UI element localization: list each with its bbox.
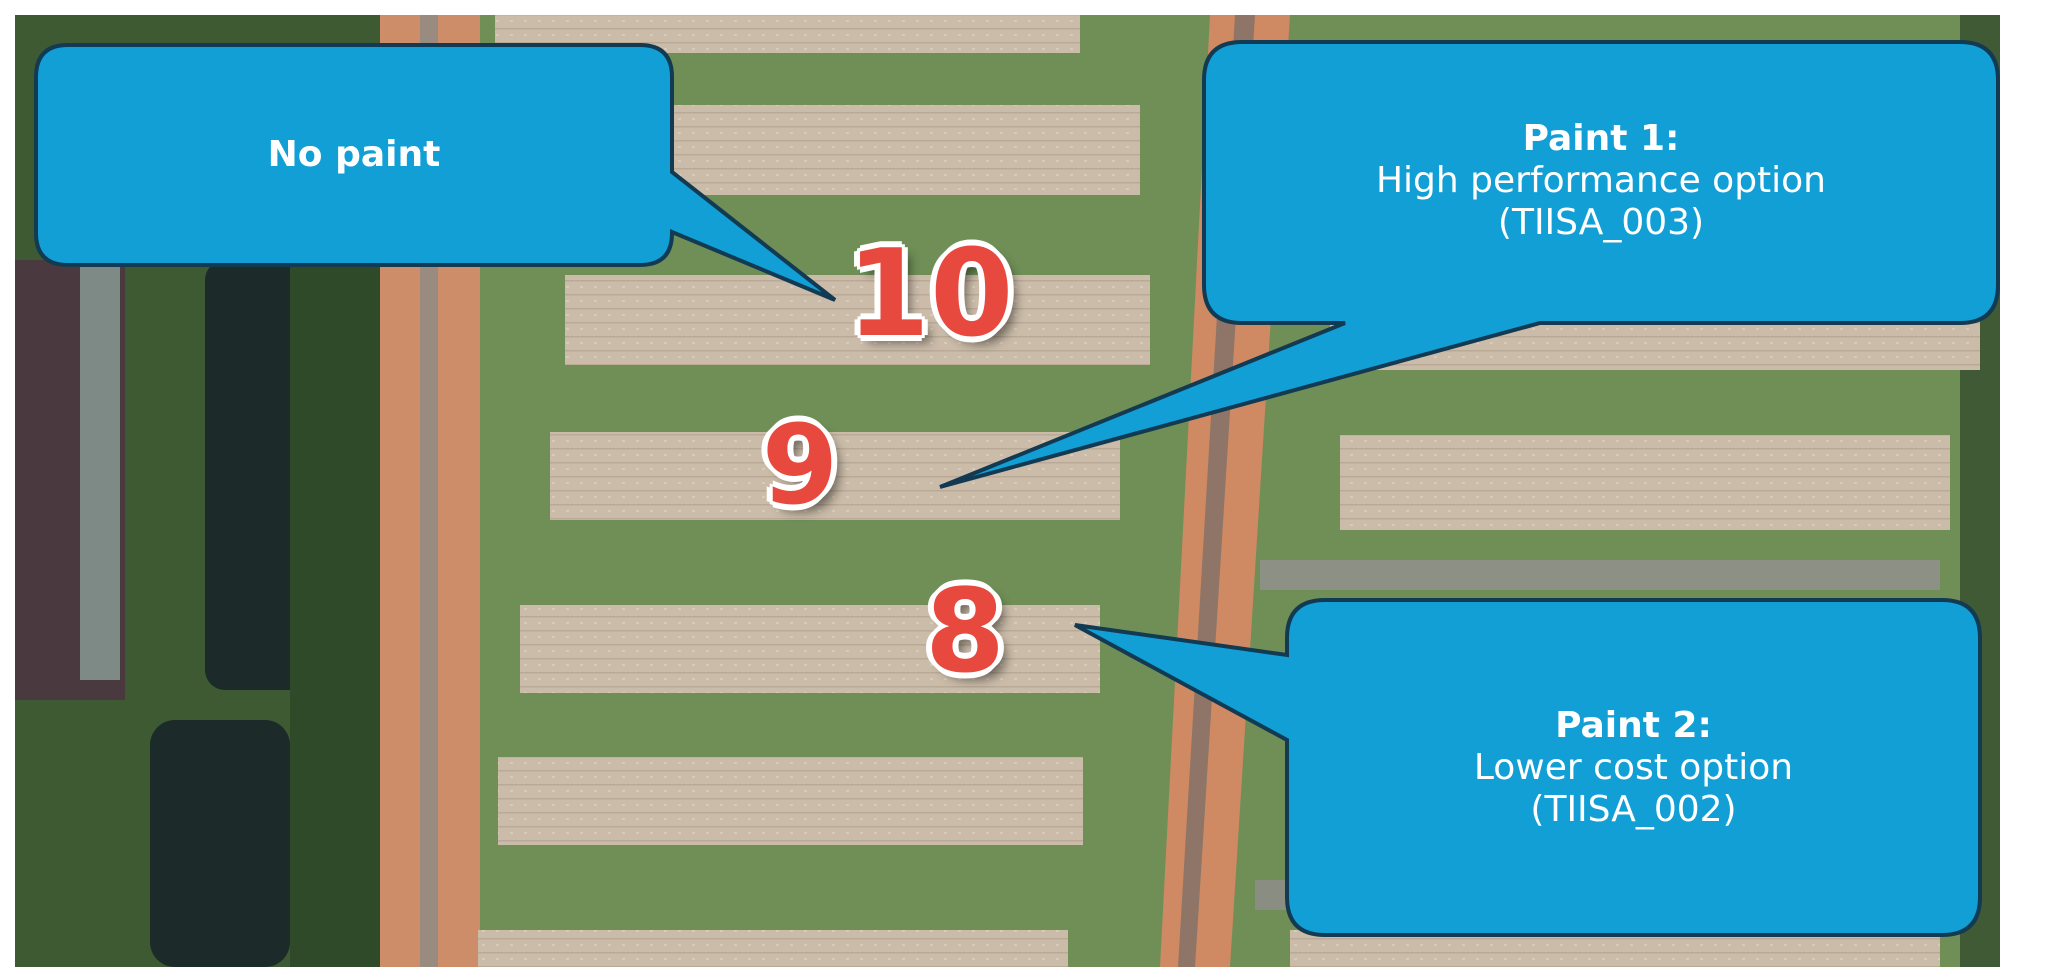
callout-paint-1-line2: (TIISA_003) [1497, 202, 1705, 243]
callout-paint-1-title: Paint 1: [1522, 118, 1680, 159]
callout-paint-1-line1: High performance option [1375, 160, 1827, 201]
barn-number-10: 10 [846, 225, 1014, 364]
barn-number-8: 8 [924, 565, 1006, 699]
callout-paint-1 [939, 40, 2000, 489]
callout-paint-1-text: Paint 1: High performance option (TIISA_… [1204, 118, 1998, 244]
callout-paint-2-line1: Lower cost option [1473, 747, 1794, 788]
callout-paint-2-title: Paint 2: [1555, 705, 1712, 746]
callout-paint-2-line2: (TIISA_002) [1530, 789, 1737, 830]
callout-paint-2-text: Paint 2: Lower cost option (TIISA_002) [1287, 705, 1980, 831]
callout-no-paint-text: No paint [36, 134, 672, 176]
callout-paint-2 [1074, 598, 1982, 937]
callout-no-paint [34, 43, 837, 302]
barn-number-9: 9 [761, 401, 839, 529]
callout-no-paint-title: No paint [267, 134, 441, 175]
